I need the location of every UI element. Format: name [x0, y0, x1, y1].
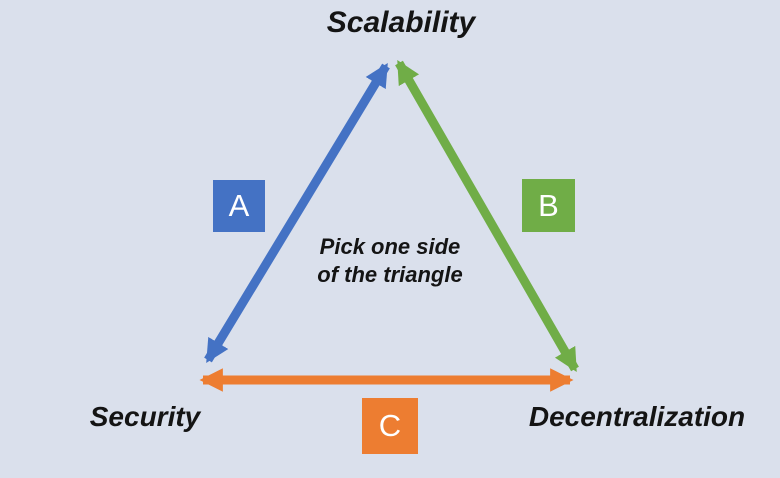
edge-label-b: B	[538, 187, 559, 223]
edge-label-box-a: A	[213, 180, 265, 232]
edge-label-c: C	[378, 408, 402, 443]
edge-label-a: A	[228, 188, 250, 223]
center-note-line2: of the triangle	[317, 262, 463, 287]
edge-label-box-b: B	[522, 179, 575, 232]
vertex-label-decentralization: Decentralization	[528, 401, 746, 432]
vertex-label-scalability: Scalability	[326, 6, 476, 39]
edge-arrow-a-security-scalability	[204, 62, 390, 364]
edge-arrow-b-scalability-decentralization	[395, 59, 579, 373]
center-note: Pick one side of the triangle	[317, 233, 462, 289]
edge-label-box-c: C	[362, 398, 418, 454]
vertex-label-security: Security	[89, 401, 201, 432]
center-note-line1: Pick one side	[319, 234, 461, 259]
